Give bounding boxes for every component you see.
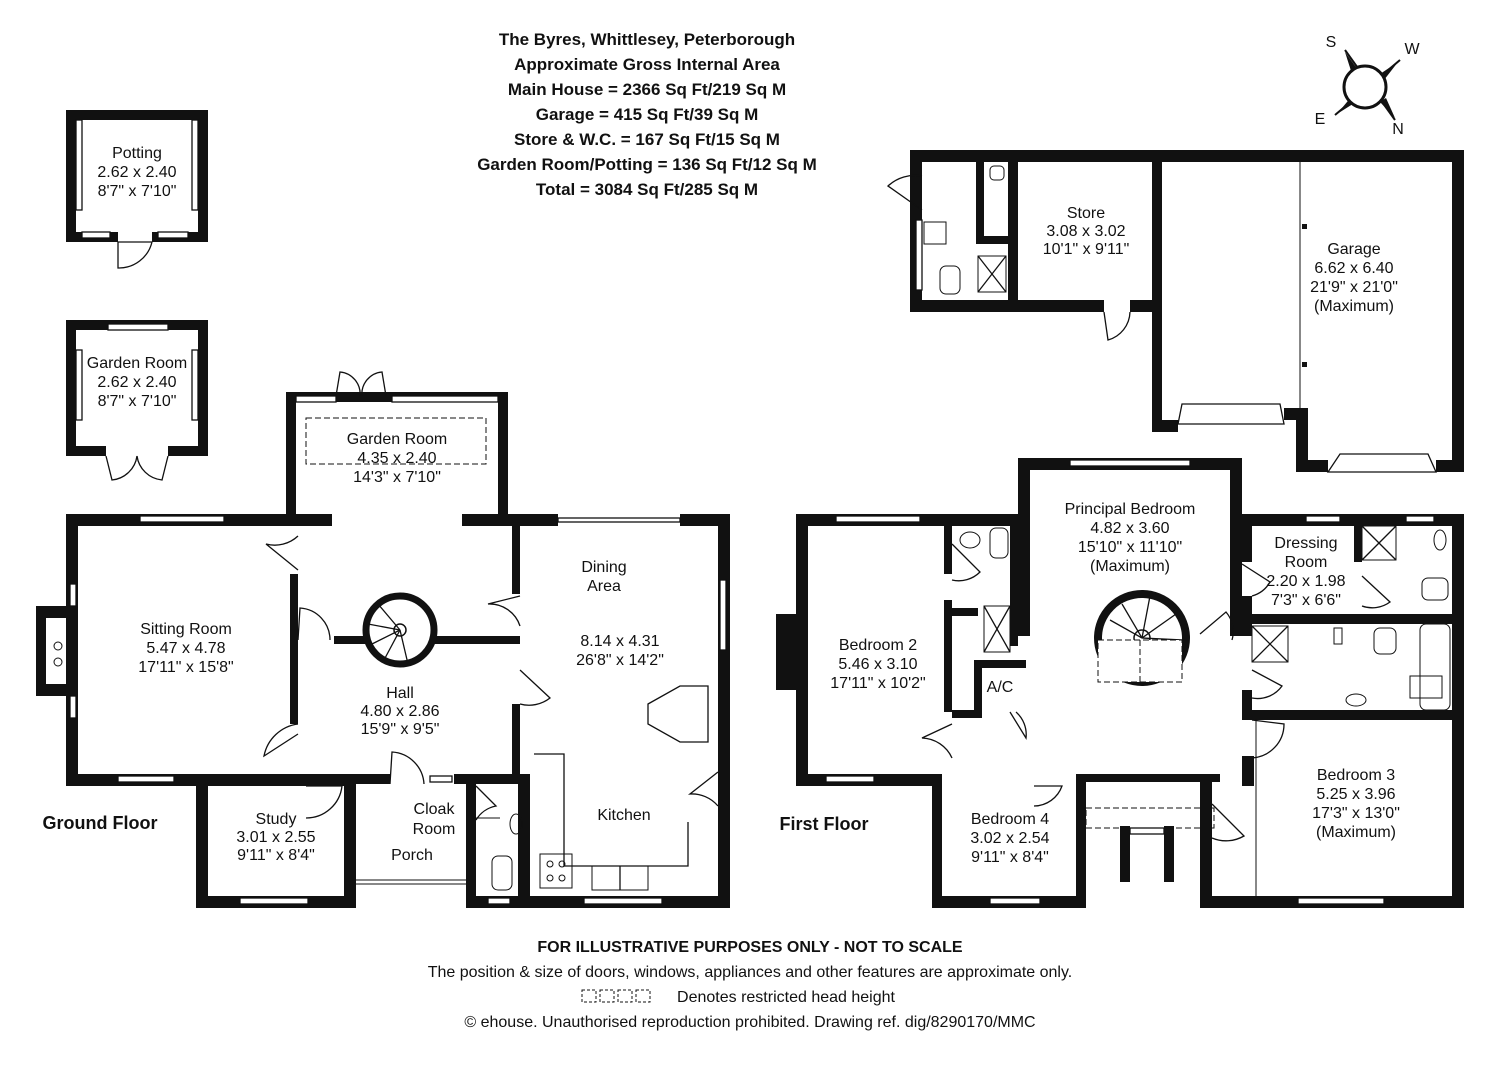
store-dims-imperial: 10'1" x 9'11": [1043, 241, 1130, 258]
garage-dims-imperial: 21'9" x 21'0": [1310, 279, 1398, 296]
header-subtitle: Approximate Gross Internal Area: [514, 55, 780, 74]
sitting-room-dims-imperial: 17'11" x 15'8": [138, 659, 233, 676]
hall-label: Hall: [386, 685, 414, 702]
principal-bedroom-label: Principal Bedroom: [1065, 501, 1196, 518]
restricted-head-height-legend-icon: [581, 989, 651, 1003]
bedroom-3-dims-metric: 5.25 x 3.96: [1316, 786, 1395, 803]
garage-maximum-note: (Maximum): [1314, 298, 1394, 315]
garden-room-small-dims-metric: 2.62 x 2.40: [97, 374, 176, 391]
potting-dims-imperial: 8'7" x 7'10": [98, 183, 177, 200]
garage-label: Garage: [1327, 241, 1380, 258]
store-garage-building: Store 3.08 x 3.02 10'1" x 9'11" Garage 6…: [886, 150, 1464, 473]
bedroom-3-dims-imperial: 17'3" x 13'0": [1312, 805, 1400, 822]
study-dims-imperial: 9'11" x 8'4": [237, 847, 315, 864]
garden-room-small-dims-imperial: 8'7" x 7'10": [98, 393, 177, 410]
garden-room-dims-metric: 4.35 x 2.40: [357, 450, 436, 467]
footer-block: FOR ILLUSTRATIVE PURPOSES ONLY - NOT TO …: [428, 939, 1073, 1031]
dining-label-1: Dining: [581, 559, 626, 576]
dressing-room-dims-metric: 2.20 x 1.98: [1266, 573, 1345, 590]
hall-dims-metric: 4.80 x 2.86: [360, 703, 439, 720]
dressing-room-label-2: Room: [1285, 554, 1328, 571]
compass-icon: S W E N: [1315, 34, 1421, 138]
bedroom-2-dims-imperial: 17'11" x 10'2": [830, 675, 925, 692]
bedroom-4-dims-metric: 3.02 x 2.54: [970, 830, 1049, 847]
sitting-room-label: Sitting Room: [140, 621, 232, 638]
sitting-room-dims-metric: 5.47 x 4.78: [146, 640, 225, 657]
garage-dims-metric: 6.62 x 6.40: [1314, 260, 1393, 277]
dressing-room-label-1: Dressing: [1274, 535, 1337, 552]
compass-n-label: N: [1392, 121, 1404, 138]
header-garage-area: Garage = 415 Sq Ft/39 Sq M: [536, 105, 759, 124]
header-main-house-area: Main House = 2366 Sq Ft/219 Sq M: [508, 80, 786, 99]
study-dims-metric: 3.01 x 2.55: [236, 829, 315, 846]
bedroom-3-label: Bedroom 3: [1317, 767, 1395, 784]
study-label: Study: [256, 811, 297, 828]
potting-label: Potting: [112, 145, 162, 162]
header-total-area: Total = 3084 Sq Ft/285 Sq M: [536, 180, 758, 199]
compass-w-label: W: [1404, 41, 1420, 58]
header-block: The Byres, Whittlesey, Peterborough Appr…: [477, 30, 817, 199]
dining-dims-metric: 8.14 x 4.31: [580, 633, 659, 650]
bedroom-2-label: Bedroom 2: [839, 637, 917, 654]
ac-cupboard-label: A/C: [987, 679, 1014, 696]
kitchen-label: Kitchen: [597, 807, 650, 824]
garden-room-small-label: Garden Room: [87, 355, 188, 372]
first-floor-label: First Floor: [780, 814, 869, 834]
bedroom-3-maximum-note: (Maximum): [1316, 824, 1396, 841]
first-floor-plan: Principal Bedroom 4.82 x 3.60 15'10" x 1…: [776, 458, 1464, 908]
principal-bedroom-dims-imperial: 15'10" x 11'10": [1078, 539, 1182, 556]
header-garden-room-area: Garden Room/Potting = 136 Sq Ft/12 Sq M: [477, 155, 817, 174]
garden-room-label: Garden Room: [347, 431, 448, 448]
legend-text: Denotes restricted head height: [677, 989, 895, 1006]
header-store-area: Store & W.C. = 167 Sq Ft/15 Sq M: [514, 130, 780, 149]
ground-floor-label: Ground Floor: [43, 813, 158, 833]
bedroom-4-dims-imperial: 9'11" x 8'4": [971, 849, 1049, 866]
principal-bedroom-maximum-note: (Maximum): [1090, 558, 1170, 575]
copyright-text: © ehouse. Unauthorised reproduction proh…: [464, 1014, 1035, 1031]
principal-bedroom-dims-metric: 4.82 x 3.60: [1090, 520, 1169, 537]
ground-floor-plan: Garden Room 4.35 x 2.40 14'3" x 7'10": [36, 371, 730, 908]
compass-s-label: S: [1326, 34, 1337, 51]
dining-label-2: Area: [587, 578, 621, 595]
approximation-note: The position & size of doors, windows, a…: [428, 964, 1073, 981]
hall-dims-imperial: 15'9" x 9'5": [361, 721, 440, 738]
compass-e-label: E: [1315, 111, 1326, 128]
bedroom-4-label: Bedroom 4: [971, 811, 1049, 828]
store-dims-metric: 3.08 x 3.02: [1046, 223, 1125, 240]
store-label: Store: [1067, 205, 1105, 222]
garden-room-dims-imperial: 14'3" x 7'10": [353, 469, 441, 486]
potting-shed: Potting 2.62 x 2.40 8'7" x 7'10": [66, 110, 208, 269]
disclaimer-text: FOR ILLUSTRATIVE PURPOSES ONLY - NOT TO …: [537, 939, 963, 956]
dressing-room-dims-imperial: 7'3" x 6'6": [1271, 592, 1341, 609]
potting-dims-metric: 2.62 x 2.40: [97, 164, 176, 181]
dining-dims-imperial: 26'8" x 14'2": [576, 652, 664, 669]
header-title: The Byres, Whittlesey, Peterborough: [499, 30, 795, 49]
cloak-room-label-2: Room: [413, 821, 456, 838]
garden-room-outbuilding: Garden Room 2.62 x 2.40 8'7" x 7'10": [66, 320, 208, 481]
bedroom-2-dims-metric: 5.46 x 3.10: [838, 656, 917, 673]
porch-label: Porch: [391, 847, 433, 864]
cloak-room-label-1: Cloak: [414, 801, 456, 818]
